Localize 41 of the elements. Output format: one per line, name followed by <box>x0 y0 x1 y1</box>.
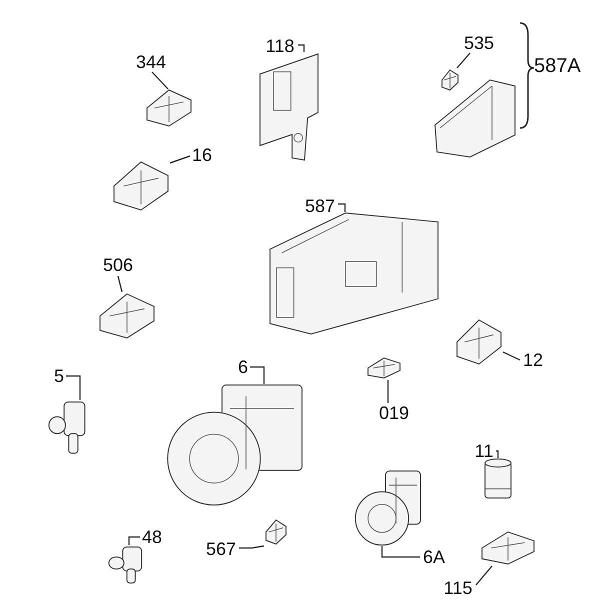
callout-number: 16 <box>190 144 214 166</box>
leader-line <box>476 566 492 586</box>
leader-line <box>66 375 81 400</box>
callout-number: 6 <box>236 356 250 378</box>
part-drawing <box>112 160 170 212</box>
leader-line <box>250 366 265 384</box>
leader-line <box>381 546 420 558</box>
part-drawing <box>354 470 424 546</box>
callout-number: 5 <box>52 365 66 387</box>
leader-line <box>152 72 168 90</box>
callout-number: 506 <box>100 254 136 276</box>
callout-number: 6A <box>420 546 448 568</box>
callout-number: 12 <box>520 349 546 371</box>
leader-line <box>117 276 123 292</box>
callout-number: 587A <box>534 56 581 76</box>
callout-number: 587 <box>302 196 338 216</box>
leader-line <box>387 380 389 403</box>
leader-line <box>456 52 470 68</box>
leader-line <box>170 155 190 164</box>
part-drawing <box>268 212 440 336</box>
part-drawing <box>366 356 402 380</box>
leader-line <box>128 536 140 545</box>
part-drawing <box>258 52 320 162</box>
leader-line <box>239 545 264 549</box>
part-drawing <box>98 292 156 340</box>
part-drawing <box>264 518 288 546</box>
leader-line <box>298 44 305 52</box>
callout-number: 11 <box>472 440 496 462</box>
callout-number: 115 <box>440 578 476 598</box>
part-drawing <box>440 68 460 92</box>
callout-number: 344 <box>133 52 169 72</box>
part-drawing <box>145 88 193 128</box>
callout-number: 535 <box>461 33 497 53</box>
part-drawing <box>455 318 503 366</box>
leader-line <box>502 351 520 361</box>
callout-number: 567 <box>203 538 239 560</box>
leader-line <box>338 203 346 212</box>
callout-number: 019 <box>376 403 412 423</box>
callout-number: 118 <box>262 36 298 56</box>
callout-number: 48 <box>140 526 164 548</box>
part-drawing <box>480 530 536 566</box>
